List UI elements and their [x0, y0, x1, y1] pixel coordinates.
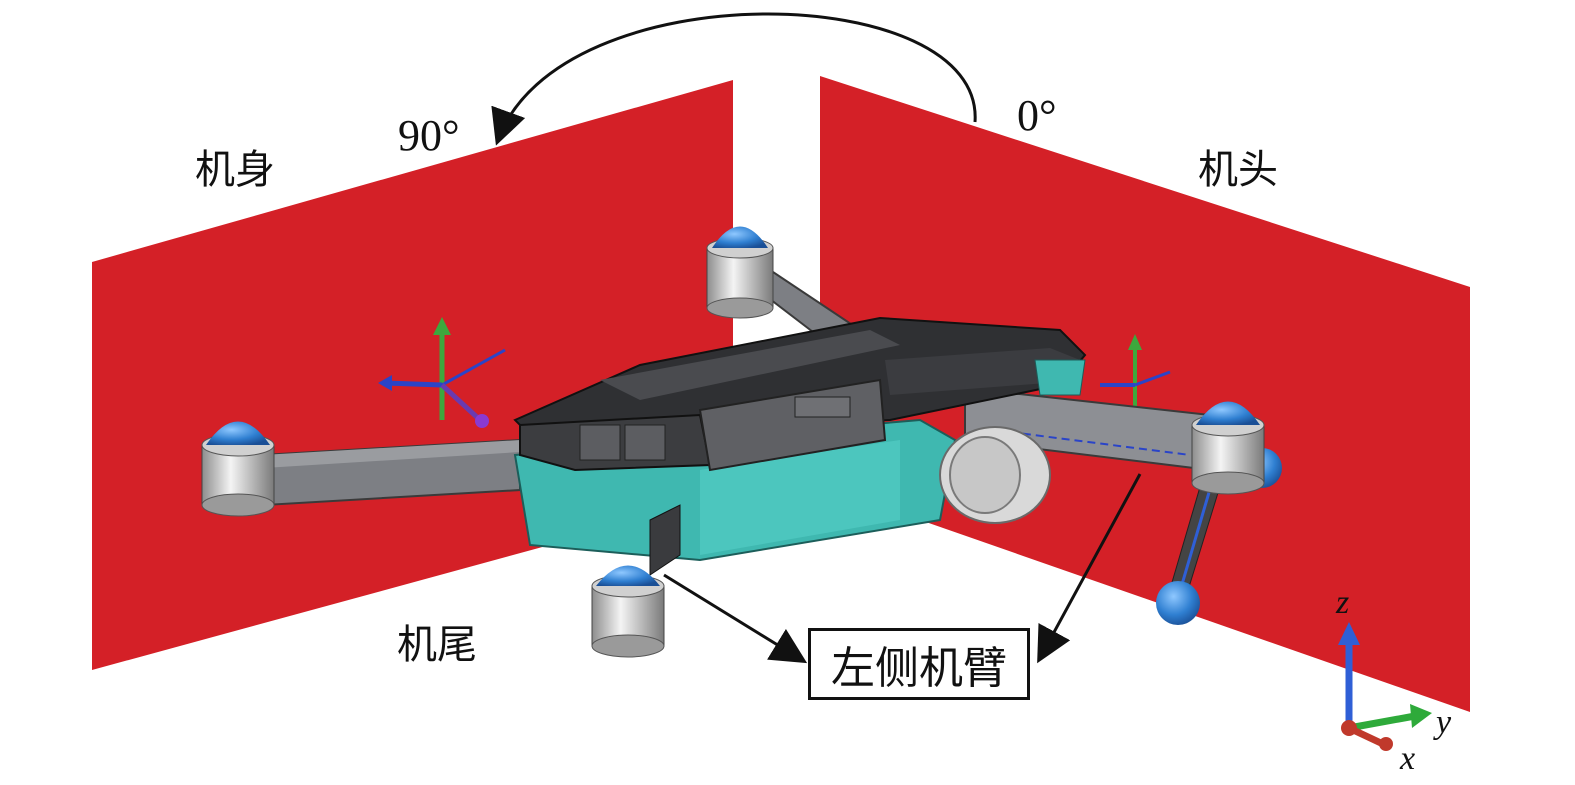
drone-body — [513, 316, 1087, 576]
axis-label-x: x — [1400, 740, 1416, 777]
motor-left — [201, 421, 275, 517]
pointer-arrow-front — [1037, 473, 1142, 664]
motor-bottom — [591, 565, 665, 658]
pointer-arrow-rear — [663, 573, 808, 664]
axis-triad — [1338, 622, 1432, 751]
motor-top — [706, 226, 774, 319]
right-red-panel — [820, 76, 1470, 712]
label-body: 机身 — [195, 147, 275, 193]
label-left-arm: 左侧机臂 — [808, 628, 1030, 700]
axis-label-y: y — [1436, 704, 1452, 741]
label-head: 机头 — [1198, 147, 1278, 193]
axis-label-z: z — [1336, 584, 1350, 621]
label-angle-0: 0° — [1017, 91, 1057, 140]
label-angle-90: 90° — [398, 111, 460, 160]
left-panel-gizmo — [378, 317, 506, 428]
motor-right — [1191, 401, 1265, 495]
right-panel-gizmo — [1100, 334, 1171, 412]
label-tail: 机尾 — [397, 622, 477, 668]
rotation-arrow — [491, 12, 977, 146]
